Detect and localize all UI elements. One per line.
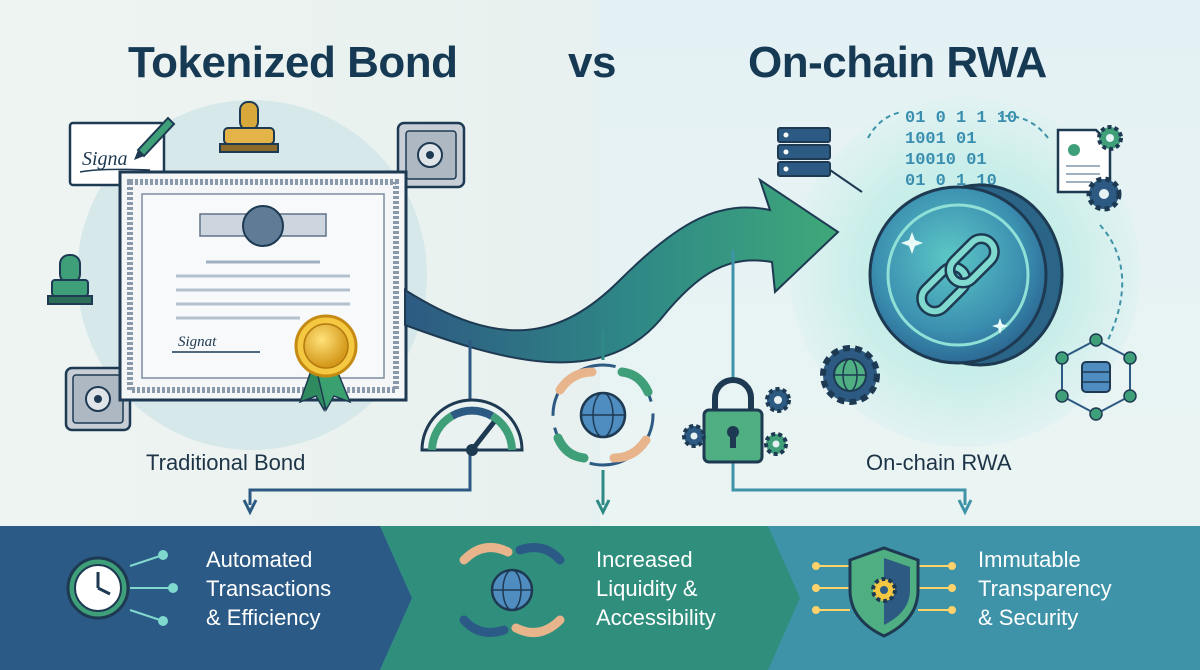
benefit-line: & Efficiency: [206, 605, 321, 630]
panel-liquidity: [380, 526, 800, 670]
globe-hands-icon: [551, 363, 655, 467]
safe-bottom-icon: [64, 366, 132, 432]
seal-icon: [294, 314, 358, 413]
benefit-automation-text: Automated Transactions & Efficiency: [206, 545, 331, 632]
caption-traditional-bond: Traditional Bond: [146, 450, 306, 475]
dashed-arrow-right: [999, 114, 1049, 139]
gauge-icon: [420, 398, 524, 456]
document-icon: [1056, 128, 1112, 194]
benefit-liquidity-text: Increased Liquidity & Accessibility: [596, 545, 716, 632]
dashed-arrow-side: [1099, 224, 1124, 341]
document-gear-icon: [1086, 125, 1123, 212]
clock-icon: [66, 550, 178, 626]
benefit-line: Increased: [596, 547, 693, 572]
chain-coin: [868, 183, 1064, 367]
server-icon: [777, 127, 863, 193]
stamp-icon: [219, 101, 279, 153]
bond-certificate: Signat: [118, 170, 408, 402]
shield-icon: [812, 546, 956, 638]
gear-icon: [682, 387, 791, 456]
binary-code: 01 0 1 1 10 1001 01 10010 01 01 0 1 10: [905, 109, 1017, 191]
benefit-line: Automated: [206, 547, 313, 572]
globe-gear-icon: [820, 345, 880, 405]
padlock-icon: [702, 377, 764, 464]
svg-text:10010 01: 10010 01: [905, 151, 987, 170]
heading-vs: vs: [568, 38, 616, 87]
stamp-left-icon: [47, 254, 93, 305]
pen-icon: [134, 116, 176, 160]
signature-text: Signa: [82, 148, 128, 170]
safe-icon: [396, 121, 466, 189]
signature-card: Signa: [68, 121, 166, 187]
certificate-signature: Signat: [178, 334, 217, 350]
chain-link-icon: [916, 233, 1000, 317]
benefit-security-text: Immutable Transparency & Security: [978, 545, 1112, 632]
handshake-globe-icon: [459, 543, 565, 637]
svg-text:01 0 1 1 10: 01 0 1 1 10: [905, 109, 1017, 128]
main-arrow: [404, 177, 840, 364]
heading-tokenized-bond: Tokenized Bond: [128, 38, 458, 87]
benefit-line: Transactions: [206, 576, 332, 601]
benefit-line: & Security: [978, 605, 1079, 630]
caption-onchain-rwa: On-chain RWA: [866, 450, 1012, 475]
benefit-line: Liquidity &: [596, 576, 698, 601]
benefit-line: Immutable: [978, 547, 1081, 572]
heading-onchain-rwa: On-chain RWA: [748, 38, 1047, 87]
benefit-line: Transparency: [978, 576, 1112, 601]
dashed-arrow: [867, 111, 903, 139]
svg-text:1001 01: 1001 01: [905, 130, 976, 149]
database-network-icon: [1055, 333, 1137, 421]
benefit-line: Accessibility: [596, 605, 716, 630]
